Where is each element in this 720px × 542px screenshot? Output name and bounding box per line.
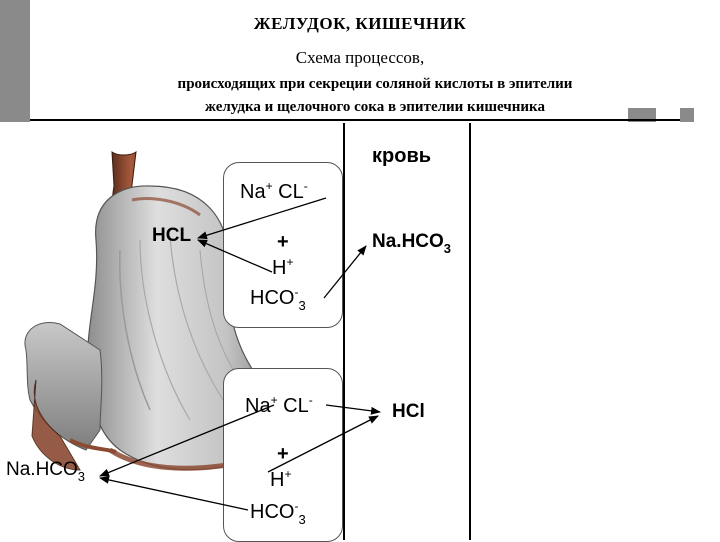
blood-hcl-label: HCl	[392, 401, 425, 422]
arrow-h-to-hcl	[197, 239, 273, 273]
blood-nahco3-label: Na.HCO3	[372, 231, 452, 256]
intestine-lumen-nahco3-label: Na.HCO3	[6, 459, 86, 484]
stomach-epithelial-cell	[223, 162, 343, 328]
arrow-cl-to-blood	[325, 404, 381, 415]
intestine-plus-sign: +	[277, 443, 289, 465]
title-underline	[30, 119, 680, 121]
stomach-plus-sign: +	[277, 231, 289, 253]
intestine-hco3-label: HCO-3	[250, 499, 306, 527]
decorative-square	[642, 108, 656, 122]
arrow-hco3-to-lumen	[99, 475, 249, 511]
slide-subtitle: Схема процессов,	[295, 48, 425, 67]
stomach-h-ion-label: H+	[272, 255, 294, 279]
arrow-na-to-lumen	[99, 404, 275, 477]
slide-description-line-2: желудка и щелочного сока в эпителии кише…	[205, 99, 545, 115]
blood-label: кровь	[372, 145, 432, 167]
intestine-h-ion-label: H+	[270, 467, 292, 491]
decorative-square	[628, 108, 642, 122]
intestine-na-cl-label: Na+ CL-	[245, 393, 313, 417]
arrow-hco3-to-blood	[323, 245, 367, 299]
stomach-lumen-hcl-label: HCL	[152, 225, 192, 246]
arrow-cl-to-hcl	[197, 197, 327, 240]
arrow-h-to-blood	[267, 415, 379, 473]
stomach-hco3-label: HCO-3	[250, 285, 306, 313]
slide-title: ЖЕЛУДОК, КИШЕЧНИК	[253, 14, 467, 33]
blood-vessel-line	[469, 123, 471, 540]
blood-boundary-line	[343, 123, 345, 540]
stomach-na-cl-label: Na+ CL-	[240, 179, 308, 203]
decorative-corner-block	[0, 0, 30, 122]
decorative-square	[680, 108, 694, 122]
slide-description-line-1: происходящих при секреции соляной кислот…	[177, 76, 573, 92]
